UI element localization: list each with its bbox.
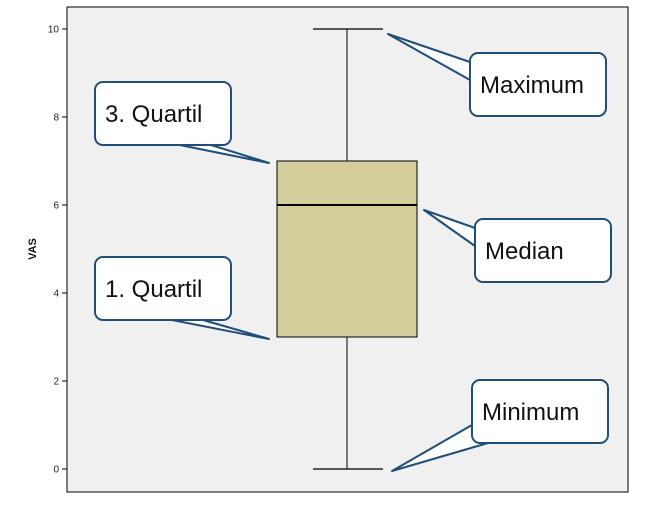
callout-label: Minimum: [482, 399, 579, 426]
callout-maximum: Maximum: [387, 33, 607, 117]
boxplot: [276, 28, 418, 470]
callout-median: Median: [423, 209, 612, 283]
callout-box: [474, 218, 612, 283]
callout-label: 1. Quartil: [105, 276, 202, 303]
callout-q3: 3. Quartil: [94, 81, 270, 164]
callout-box: [471, 379, 609, 444]
y-axis: 0 2 4 6 8 10: [48, 25, 67, 476]
y-tick-label: 8: [53, 113, 59, 124]
interquartile-box: [276, 160, 418, 338]
y-tick-label: 4: [53, 289, 59, 300]
y-tick-label: 2: [53, 377, 59, 388]
y-tick-label: 6: [53, 201, 59, 212]
y-tick-label: 10: [48, 25, 60, 36]
callout-box: [94, 256, 232, 321]
y-tick-label: 0: [53, 465, 59, 476]
y-axis-title: VAS: [27, 238, 39, 260]
callout-q1: 1. Quartil: [94, 256, 270, 340]
callout-box: [469, 52, 607, 117]
callout-label: Maximum: [480, 72, 584, 99]
callout-box: [94, 81, 232, 146]
callout-minimum: Minimum: [391, 379, 609, 472]
callout-label: 3. Quartil: [105, 101, 202, 128]
callout-label: Median: [485, 238, 564, 265]
